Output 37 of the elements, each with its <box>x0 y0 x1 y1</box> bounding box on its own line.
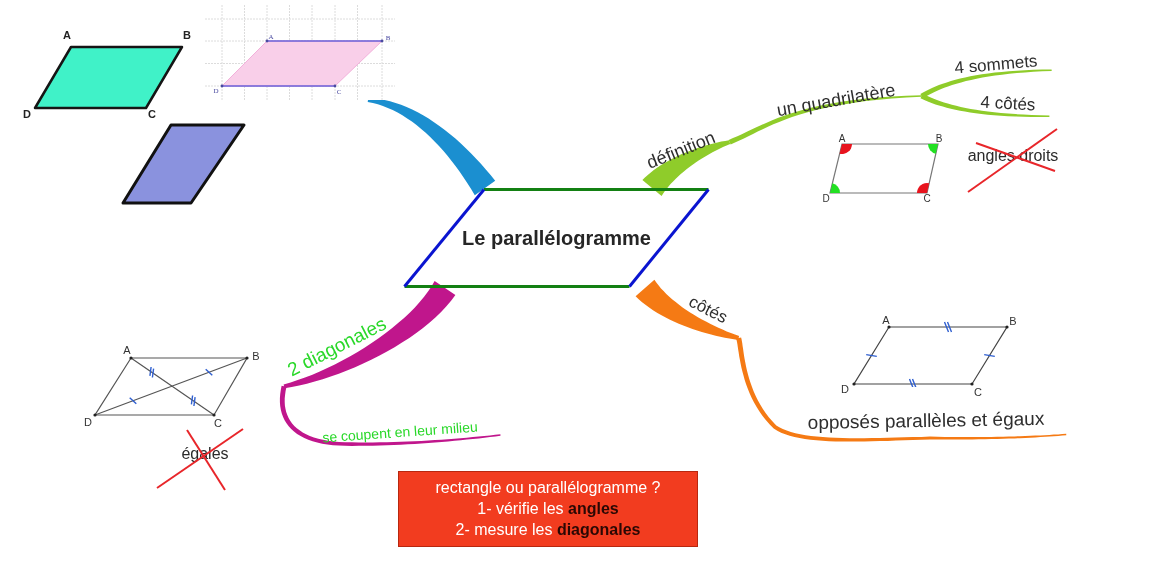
branch-line <box>920 93 1050 117</box>
vertex-label: D <box>84 416 92 428</box>
reminder-panel <box>398 471 698 547</box>
branch-line <box>728 95 922 145</box>
central-topic: Le parallélogramme <box>462 226 651 250</box>
branch-ribbon <box>283 281 456 389</box>
vertex-label: C <box>974 386 982 398</box>
branch-ribbon <box>635 279 740 340</box>
branch-line <box>736 337 1067 442</box>
vertex-label: A <box>882 314 890 326</box>
branch-ribbon <box>367 98 496 196</box>
branch-line <box>920 69 1052 99</box>
vertex-label: B <box>183 29 191 41</box>
vertex-label: A <box>123 344 131 356</box>
vertex-label: A <box>838 134 846 144</box>
vertex-label: A <box>63 29 71 41</box>
reminder-text: 2- mesure les diagonales <box>455 520 641 540</box>
branch-label: 4 sommets <box>940 50 1052 80</box>
branch-label: opposés parallèles et égaux <box>785 402 1067 440</box>
reminder-text: rectangle ou parallélogramme ? <box>435 478 661 498</box>
vertex-label: D <box>841 383 849 395</box>
vertex-label: B <box>252 350 260 362</box>
reminder-text: 1- vérifie les angles <box>477 499 619 519</box>
vertex-label: D <box>23 108 31 120</box>
vertex-label: B <box>935 134 943 144</box>
vertex-label: C <box>214 417 222 429</box>
vertex-label: D <box>822 194 830 204</box>
branch-line <box>279 385 501 446</box>
vertex-label: C <box>923 194 931 204</box>
branch-label: 4 côtés <box>965 91 1051 117</box>
central-parallelogram <box>403 188 710 288</box>
branch-label: se coupent en leur milieu <box>299 415 501 449</box>
branch-label: un quadrilatère <box>750 74 922 126</box>
branch-label: côtés <box>667 282 749 338</box>
vertex-label: B <box>1009 315 1017 327</box>
branch-ribbon <box>642 140 731 196</box>
vertex-label: C <box>148 108 156 120</box>
